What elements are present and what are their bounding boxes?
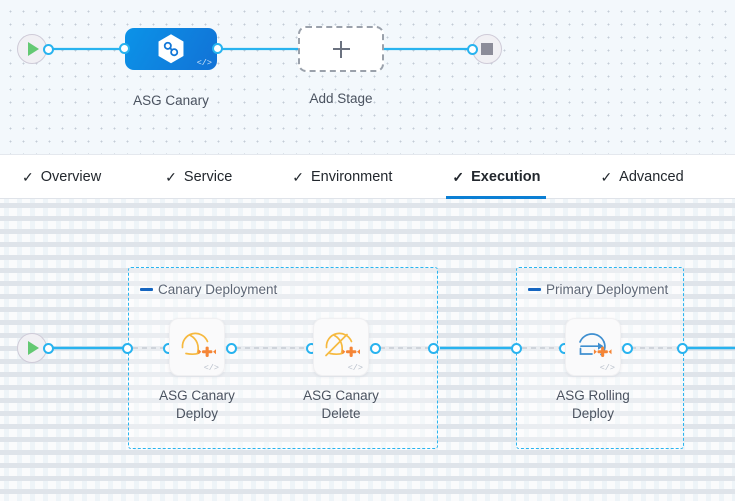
asg-canary-deploy-icon — [181, 332, 216, 357]
group-header-primary-deployment[interactable]: Primary Deployment — [528, 282, 668, 297]
stage-node-asg-canary[interactable]: </> — [119, 28, 223, 70]
group-header-canary-deployment[interactable]: Canary Deployment — [140, 282, 277, 297]
plus-icon-vertical — [340, 40, 342, 58]
tab-label: Service — [183, 168, 233, 185]
add-stage-button[interactable] — [298, 26, 384, 72]
asg-rolling-deploy-output-port[interactable] — [622, 343, 633, 354]
check-icon: ✓ — [292, 168, 304, 185]
asg-rolling-deploy-icon — [579, 333, 612, 357]
execution-start-node[interactable] — [17, 333, 54, 363]
asg-canary-delete-icon — [325, 332, 360, 357]
stage-code-badge[interactable]: </> — [196, 58, 212, 68]
arrow-head — [598, 342, 604, 350]
check-icon: ✓ — [600, 168, 613, 185]
tab-label: Overview — [40, 168, 102, 185]
stage-input-port[interactable] — [119, 43, 130, 54]
group-label-text: Primary Deployment — [546, 282, 669, 297]
tab-overview[interactable]: ✓ Overview — [12, 154, 111, 199]
end-input-port[interactable] — [467, 44, 478, 55]
tab-label: Advanced — [619, 168, 684, 185]
start-output-port[interactable] — [43, 44, 54, 55]
plus-marker — [346, 346, 357, 357]
step-node-asg-canary-deploy[interactable]: </> — [169, 318, 225, 376]
pipeline-start-node[interactable] — [17, 34, 54, 64]
play-icon — [28, 42, 39, 56]
group-label-text: Canary Deployment — [158, 282, 278, 297]
play-icon — [28, 341, 39, 355]
tab-label: Environment — [311, 168, 393, 185]
step-node-asg-rolling-deploy[interactable]: </> — [565, 318, 621, 376]
execution-canvas[interactable]: Canary Deployment </ — [0, 199, 735, 501]
step-code-badge[interactable]: </> — [203, 363, 219, 373]
tab-environment[interactable]: ✓ Environment — [282, 154, 402, 199]
step-label-asg-rolling-deploy: ASG Rolling Deploy — [556, 388, 630, 421]
minus-icon[interactable] — [140, 288, 153, 291]
canary-group-input-port[interactable] — [122, 343, 133, 354]
pipeline-end-node[interactable] — [466, 34, 502, 64]
asg-canary-delete-output-port[interactable] — [370, 343, 381, 354]
step-label-asg-canary-deploy: ASG Canary Deploy — [159, 388, 235, 421]
tab-advanced[interactable]: ✓ Advanced — [590, 154, 693, 199]
step-code-badge[interactable]: </> — [347, 363, 363, 373]
primary-group-input-port[interactable] — [511, 343, 522, 354]
tab-execution[interactable]: ✓ Execution — [442, 154, 550, 199]
step-label-asg-canary-delete: ASG Canary Delete — [303, 388, 379, 421]
stage-output-port[interactable] — [212, 43, 223, 54]
primary-group-output-port[interactable] — [677, 343, 688, 354]
check-icon: ✓ — [452, 168, 465, 185]
stop-icon — [481, 43, 493, 55]
check-icon: ✓ — [165, 168, 177, 185]
stage-label-asg-canary: ASG Canary — [133, 93, 209, 108]
stage-config-tabs: ✓ Overview ✓ Service ✓ Environment ✓ Exe… — [0, 154, 735, 199]
canary-group-output-port[interactable] — [428, 343, 439, 354]
add-stage-label: Add Stage — [309, 91, 373, 106]
tab-label: Execution — [471, 168, 541, 185]
harness-hexagon-icon — [158, 33, 184, 63]
minus-icon[interactable] — [528, 288, 541, 291]
step-code-badge[interactable]: </> — [599, 363, 615, 373]
plus-marker — [597, 346, 608, 357]
asg-canary-deploy-output-port[interactable] — [226, 343, 237, 354]
execution-start-output-port[interactable] — [43, 343, 54, 354]
step-node-asg-canary-delete[interactable]: </> — [313, 318, 369, 376]
stage-edges — [36, 47, 472, 51]
check-icon: ✓ — [22, 168, 34, 185]
tab-service[interactable]: ✓ Service — [155, 154, 242, 199]
plus-marker — [202, 346, 213, 357]
start-circle — [17, 34, 47, 64]
stage-canvas[interactable]: </> ASG Canary Add Stage — [0, 0, 735, 154]
